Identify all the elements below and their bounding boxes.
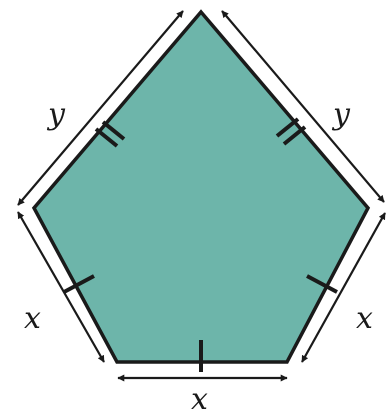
label-lower-left: x (24, 301, 41, 336)
dimension-arrow-upper-left (17, 10, 184, 206)
pentagon-shape (31, 9, 371, 364)
dimension-arrow-lower-left (17, 211, 105, 363)
tick-mark-upper-right-1 (275, 117, 300, 138)
label-upper-left: y (46, 97, 66, 132)
tick-mark-upper-right-2 (282, 125, 307, 146)
dimension-arrow-upper-right (221, 10, 385, 203)
tick-mark-upper-left-2 (101, 120, 126, 141)
tick-mark-lower-left (63, 274, 95, 294)
tick-mark-upper-left-1 (94, 127, 119, 148)
dimension-arrow-lower-right (301, 212, 386, 363)
tick-mark-lower-right (306, 274, 338, 294)
label-upper-right: y (331, 97, 351, 132)
label-lower-right: x (356, 301, 373, 336)
label-bottom: x (191, 382, 208, 416)
